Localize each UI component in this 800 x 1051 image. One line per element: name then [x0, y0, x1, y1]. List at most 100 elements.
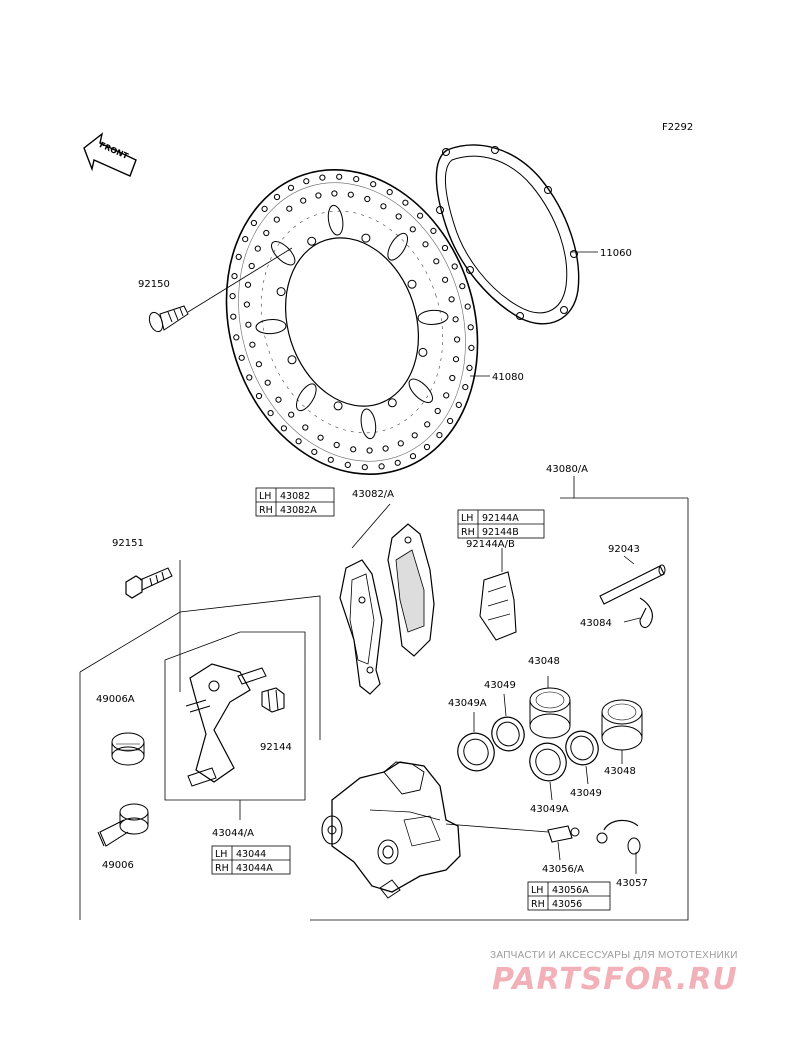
disc-hole — [430, 227, 437, 234]
disc-hole — [331, 190, 338, 197]
disc-hole — [402, 199, 409, 206]
disc-hole — [397, 440, 404, 447]
disc-slot — [408, 378, 434, 404]
disc-hole — [273, 193, 281, 201]
brake-disc — [225, 169, 479, 475]
disc-hole — [238, 354, 245, 361]
disc-hole — [261, 205, 268, 212]
variant-table-43044: LH 43044 RH 43044A — [211, 845, 291, 875]
disc-hole — [300, 197, 307, 204]
disc-slot — [417, 309, 449, 325]
caliper-piston — [601, 699, 643, 764]
disc-hole — [249, 341, 256, 348]
part-label-43082a: 43082/A — [352, 489, 394, 500]
disc-hole — [422, 241, 429, 248]
disc-hole — [361, 464, 368, 471]
svg-text:RH: RH — [461, 527, 475, 538]
pad-pin — [599, 555, 666, 605]
disc-hole — [280, 425, 287, 432]
disc-hole — [441, 244, 449, 252]
disc-hole — [424, 421, 431, 428]
disc-hole — [311, 448, 318, 455]
piston-seal — [565, 730, 599, 785]
disc-hole — [267, 410, 274, 417]
pad-spring-clip — [261, 687, 285, 713]
disc-hole — [448, 296, 455, 303]
disc-bolt-hole — [276, 287, 286, 297]
disc-hole — [380, 203, 387, 210]
svg-text:RH: RH — [531, 899, 545, 910]
disc-hole — [409, 453, 417, 460]
disc-slot — [327, 204, 344, 236]
svg-text:92144B: 92144B — [482, 527, 519, 538]
piston-seal — [491, 693, 525, 752]
disc-hole — [451, 263, 458, 270]
watermark-logo: PARTSFOR.RU — [492, 962, 738, 997]
disc-bolt-hole — [407, 279, 417, 289]
disc-hole — [264, 379, 271, 386]
disc-slot — [295, 383, 317, 412]
svg-text:43082A: 43082A — [280, 505, 317, 516]
disc-hole — [255, 392, 263, 400]
disc-hole — [246, 374, 253, 381]
svg-text:43082: 43082 — [280, 491, 310, 502]
disc-bolt-hole — [361, 233, 371, 243]
disc-bolt-hole — [287, 355, 297, 365]
disc-hole — [433, 258, 440, 265]
part-label-92150: 92150 — [138, 279, 170, 290]
disc-hole — [443, 392, 450, 399]
disc-hole — [286, 205, 293, 212]
variant-table-43082: LH 43082 RH 43082A — [255, 487, 335, 517]
disc-hole — [242, 236, 249, 243]
disc-hole — [243, 301, 250, 308]
part-label-43080a: 43080/A — [546, 464, 588, 475]
disc-hole — [333, 441, 340, 449]
disc-hole — [449, 374, 456, 382]
watermark-tagline: ЗАПЧАСТИ И АКСЕССУАРЫ ДЛЯ МОТОТЕХНИКИ — [490, 950, 738, 961]
disc-hole — [303, 178, 310, 185]
dust-seal — [529, 742, 567, 801]
svg-text:43044: 43044 — [236, 849, 266, 860]
svg-text:RH: RH — [259, 505, 273, 516]
svg-text:RH: RH — [215, 863, 229, 874]
disc-hole — [302, 424, 309, 431]
disc-hole — [288, 411, 295, 418]
disc-hole — [315, 192, 322, 199]
variant-table-92144: LH 92144A RH 92144B — [457, 509, 545, 539]
part-label-43049a-bottom: 43049A — [530, 804, 569, 815]
disc-hole — [295, 438, 302, 445]
disc-hole — [263, 229, 270, 237]
disc-hole — [459, 283, 466, 290]
disc-hole — [409, 226, 416, 233]
disc-hole — [254, 245, 261, 252]
part-label-92144: 92144 — [260, 742, 292, 753]
disc-hole — [250, 219, 257, 227]
bleed-cap — [596, 819, 641, 874]
part-label-43057: 43057 — [616, 878, 648, 889]
disc-hole — [353, 176, 360, 183]
disc-bolt-hole — [333, 401, 343, 411]
part-label-41080: 41080 — [492, 372, 524, 383]
disc-hole — [287, 184, 295, 191]
part-label-43048-top: 43048 — [528, 656, 560, 667]
disc-hole — [336, 173, 343, 180]
part-label-92043: 92043 — [608, 544, 640, 555]
part-label-43049-bottom: 43049 — [570, 788, 602, 799]
part-label-43084: 43084 — [580, 618, 612, 629]
svg-text:43044A: 43044A — [236, 863, 273, 874]
bleed-valve — [547, 825, 580, 861]
disc-hole — [317, 434, 324, 441]
disc-hole — [454, 336, 461, 343]
disc-hole — [423, 443, 431, 451]
disc-hole — [455, 401, 462, 408]
dust-seal — [457, 712, 495, 772]
part-label-43049-top: 43049 — [484, 680, 516, 691]
part-label-92151: 92151 — [112, 538, 144, 549]
disc-hole — [327, 456, 334, 463]
disc-hole — [319, 174, 326, 181]
disc-hole — [248, 262, 255, 270]
disc-hole — [417, 212, 424, 219]
disc-hole — [411, 432, 418, 439]
